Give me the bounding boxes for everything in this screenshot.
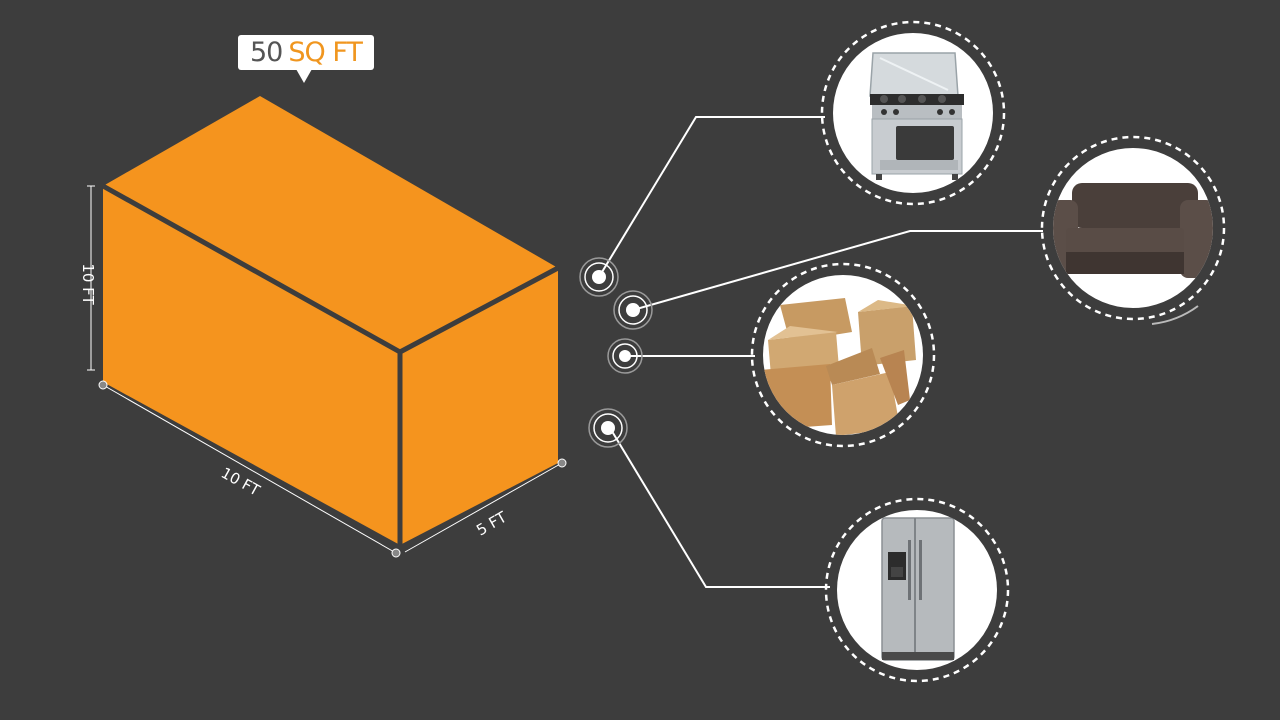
item-stove [820,20,1006,206]
cube-side-face [400,268,558,545]
width-label: 5 FT [473,507,510,539]
cube-front-face [103,186,400,545]
dimension-end-dot [98,380,108,390]
sofa-icon [1053,183,1213,278]
item-sofa [1040,135,1226,325]
stove-icon [869,52,964,180]
bubble-dashed-ring [824,497,1010,683]
cardboard-boxes-icon [763,298,916,435]
storage-cube [101,96,560,545]
connector-lines [598,116,1043,588]
node-fridge[interactable] [588,408,628,448]
cube-edge [101,183,402,355]
connector-sofa [632,230,1043,311]
width-dimension-line [404,462,563,553]
node-stove[interactable] [579,257,619,297]
bubble-dashed-ring [1040,135,1226,321]
height-dimension: 10 FT [79,185,97,371]
area-value: 50 [250,37,283,68]
callout-pointer [296,69,312,83]
height-label: 10 FT [79,263,97,305]
length-label: 10 FT [218,464,264,500]
length-dimension-line [102,384,397,554]
area-unit: SQ FT [288,37,363,68]
area-callout: 50 SQ FT [238,35,374,70]
item-boxes [750,262,936,448]
connector-stove [598,116,825,278]
cube-top-face [103,96,558,352]
refrigerator-icon [881,517,955,661]
dimension-end-dot [391,548,401,558]
node-boxes[interactable] [607,338,643,374]
cube-edge [398,265,560,355]
item-refrigerator [824,497,1010,683]
bubble-dashed-ring [750,262,936,448]
dimension-end-dot [557,458,567,468]
node-sofa[interactable] [613,290,653,330]
connector-fridge [609,427,830,588]
bubble-dashed-ring [820,20,1006,206]
bubble-accent-arc [1151,305,1199,325]
